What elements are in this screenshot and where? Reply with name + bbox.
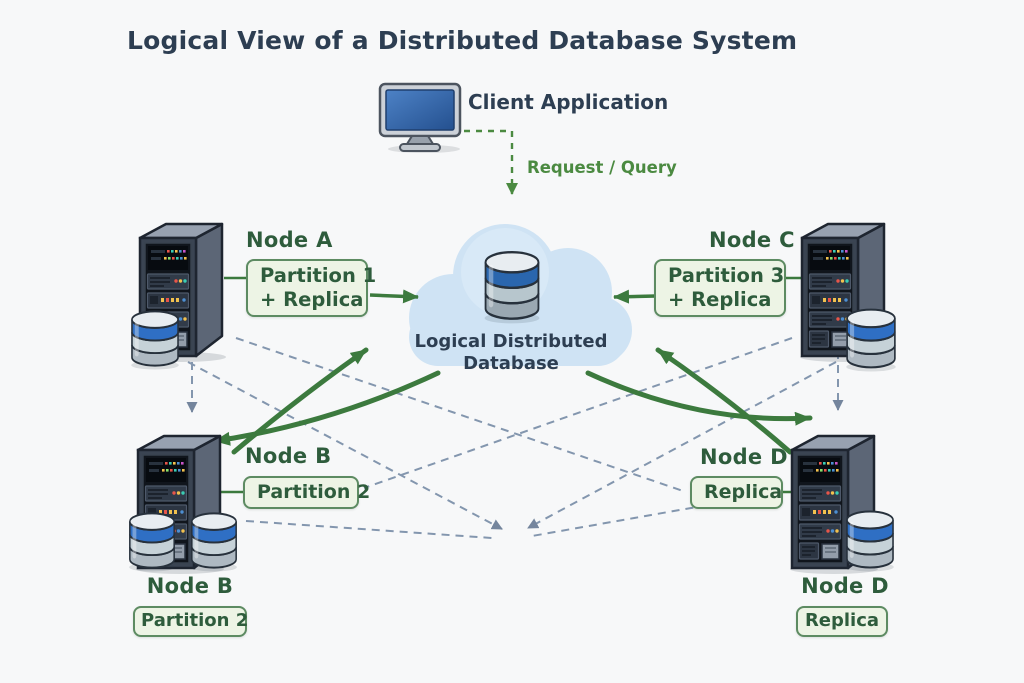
arrow-cloud-to-node-b [212,370,441,446]
arrow-cloud-to-node-d [585,370,813,426]
node-a-partition-line2: + Replica [260,287,364,311]
node-b-partition-box: Partition 2 [243,476,371,509]
cloud-label-line1: Logical Distributed [414,331,608,352]
node-d-partition-line1: Replica [704,481,783,503]
cloud-database-icon [481,248,543,324]
node-a-label: Node A [246,228,333,252]
arrow-partition1-to-cloud [369,289,419,304]
node-a-partition-line1: Partition 1 [260,264,377,287]
node-c-partition-box: Partition 3 + Replica [654,259,786,317]
arrow-node-b-to-cloud [231,347,369,455]
dashed-link-node-a-to-node-d [235,337,687,493]
node-a-partition-box: Partition 1 + Replica [246,259,377,317]
node-b-database-icon-right [188,510,240,572]
dashed-link-node-b-to-center [245,520,493,539]
node-d-caption-label: Node D [801,574,889,598]
client-app-label: Client Application [468,90,669,114]
node-b-partition-line1: Partition 2 [257,481,371,503]
node-d-database-icon [843,508,897,572]
page-title: Logical View of a Distributed Database S… [127,26,798,55]
dashed-link-node-a-to-center [187,361,503,530]
dashed-link-node-c-to-node-b [363,337,793,489]
request-query-label: Request / Query [527,158,677,177]
arrow-node-d-to-cloud [655,347,793,455]
cloud-label-line2: Database [463,352,559,374]
arrow-partition3-to-cloud [613,289,657,304]
node-d-label: Node D [700,445,788,469]
request-query-arrow [464,129,518,195]
node-b-caption-partition: Partition 2 [141,610,249,631]
node-b-label: Node B [245,444,332,468]
node-b-caption-box: Partition 2 [133,606,249,637]
node-b-caption-label: Node B [146,574,234,598]
node-d-partition-box: Replica [690,476,783,509]
node-c-database-icon [843,306,899,372]
node-c-label: Node C [709,228,795,252]
cloud-label: Logical Distributed Database [414,331,607,375]
node-a-database-icon [128,308,182,370]
node-d-caption-partition: Replica [804,610,880,631]
node-d-caption-box: Replica [796,606,888,637]
node-c-partition-line1: Partition 3 [668,264,785,287]
dashed-link-node-c-to-center [527,361,837,529]
node-b-database-icon-left [126,510,178,572]
node-c-partition-line2: + Replica [668,287,772,311]
monitor-icon [378,82,462,154]
